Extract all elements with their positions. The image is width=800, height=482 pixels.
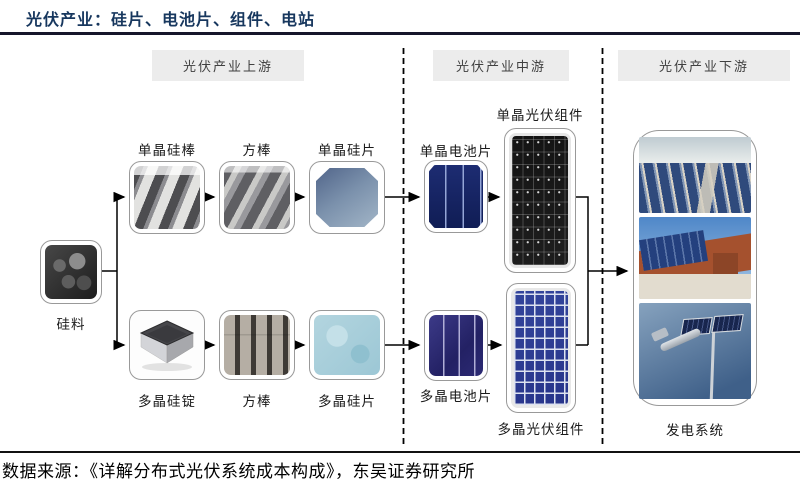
mono-square-rod-image	[224, 166, 290, 229]
house-dormer	[712, 253, 738, 275]
node-poly-module	[506, 283, 576, 413]
branch-from-silicon	[102, 197, 118, 345]
merge-modules	[576, 196, 589, 346]
mono-cell-image	[429, 165, 483, 228]
streetlight-lamp-head	[651, 327, 670, 342]
label-mono-rod: 单晶硅棒	[138, 143, 196, 158]
mono-wafer-image	[316, 168, 378, 227]
streetlight-pole	[709, 326, 715, 399]
node-poly-cell	[424, 310, 488, 381]
section-header-downstream: 光伏产业下游	[618, 50, 790, 81]
title-underline	[0, 32, 800, 35]
node-mono-rod	[129, 161, 205, 234]
label-mono-cell: 单晶电池片	[419, 144, 493, 159]
node-poly-square-rod	[219, 310, 295, 380]
section-header-midstream-label: 光伏产业中游	[455, 59, 546, 74]
node-mono-module	[504, 128, 576, 273]
section-header-midstream: 光伏产业中游	[433, 50, 569, 81]
label-mono-module: 单晶光伏组件	[496, 108, 584, 123]
residential-roof-photo	[639, 217, 751, 299]
section-header-upstream-label: 光伏产业上游	[182, 59, 273, 74]
mono-module-image	[509, 133, 571, 268]
rooftop-sky	[639, 137, 751, 163]
poly-wafer-image	[314, 315, 380, 375]
node-mono-square-rod	[219, 161, 295, 234]
label-power-system: 发电系统	[666, 423, 724, 438]
label-poly-square-rod: 方棒	[242, 394, 272, 409]
silicon-material-image	[45, 245, 97, 299]
label-poly-cell: 多晶电池片	[419, 389, 493, 404]
footer-divider	[0, 451, 800, 453]
label-silicon-material: 硅料	[56, 317, 86, 332]
house-wall	[639, 274, 751, 299]
label-poly-wafer: 多晶硅片	[318, 394, 376, 409]
label-mono-wafer: 单晶硅片	[318, 143, 376, 158]
node-mono-cell	[424, 160, 488, 233]
poly-cell-image	[429, 315, 483, 376]
label-poly-module: 多晶光伏组件	[497, 422, 585, 437]
node-poly-wafer	[309, 310, 385, 380]
node-power-system	[633, 130, 757, 406]
node-mono-wafer	[309, 161, 385, 234]
streetlight-panel-right	[711, 314, 744, 334]
data-source-note: 数据来源：《详解分布式光伏系统成本构成》，东吴证券研究所	[2, 462, 475, 481]
rooftop-panels	[639, 162, 751, 213]
poly-square-rod-image	[224, 315, 290, 375]
label-poly-ingot: 多晶硅锭	[138, 394, 196, 409]
label-mono-square-rod: 方棒	[242, 143, 272, 158]
solar-streetlight-photo	[639, 303, 751, 399]
section-header-downstream-label: 光伏产业下游	[658, 59, 749, 74]
mono-rod-image	[134, 166, 200, 229]
node-poly-ingot	[129, 310, 205, 380]
node-silicon-material	[40, 240, 102, 304]
section-header-upstream: 光伏产业上游	[152, 50, 304, 81]
rooftop-plant-photo	[639, 137, 751, 213]
poly-ingot-image	[139, 320, 195, 371]
poly-module-image	[511, 288, 571, 408]
page-title: 光伏产业：硅片、电池片、组件、电站	[26, 12, 316, 29]
